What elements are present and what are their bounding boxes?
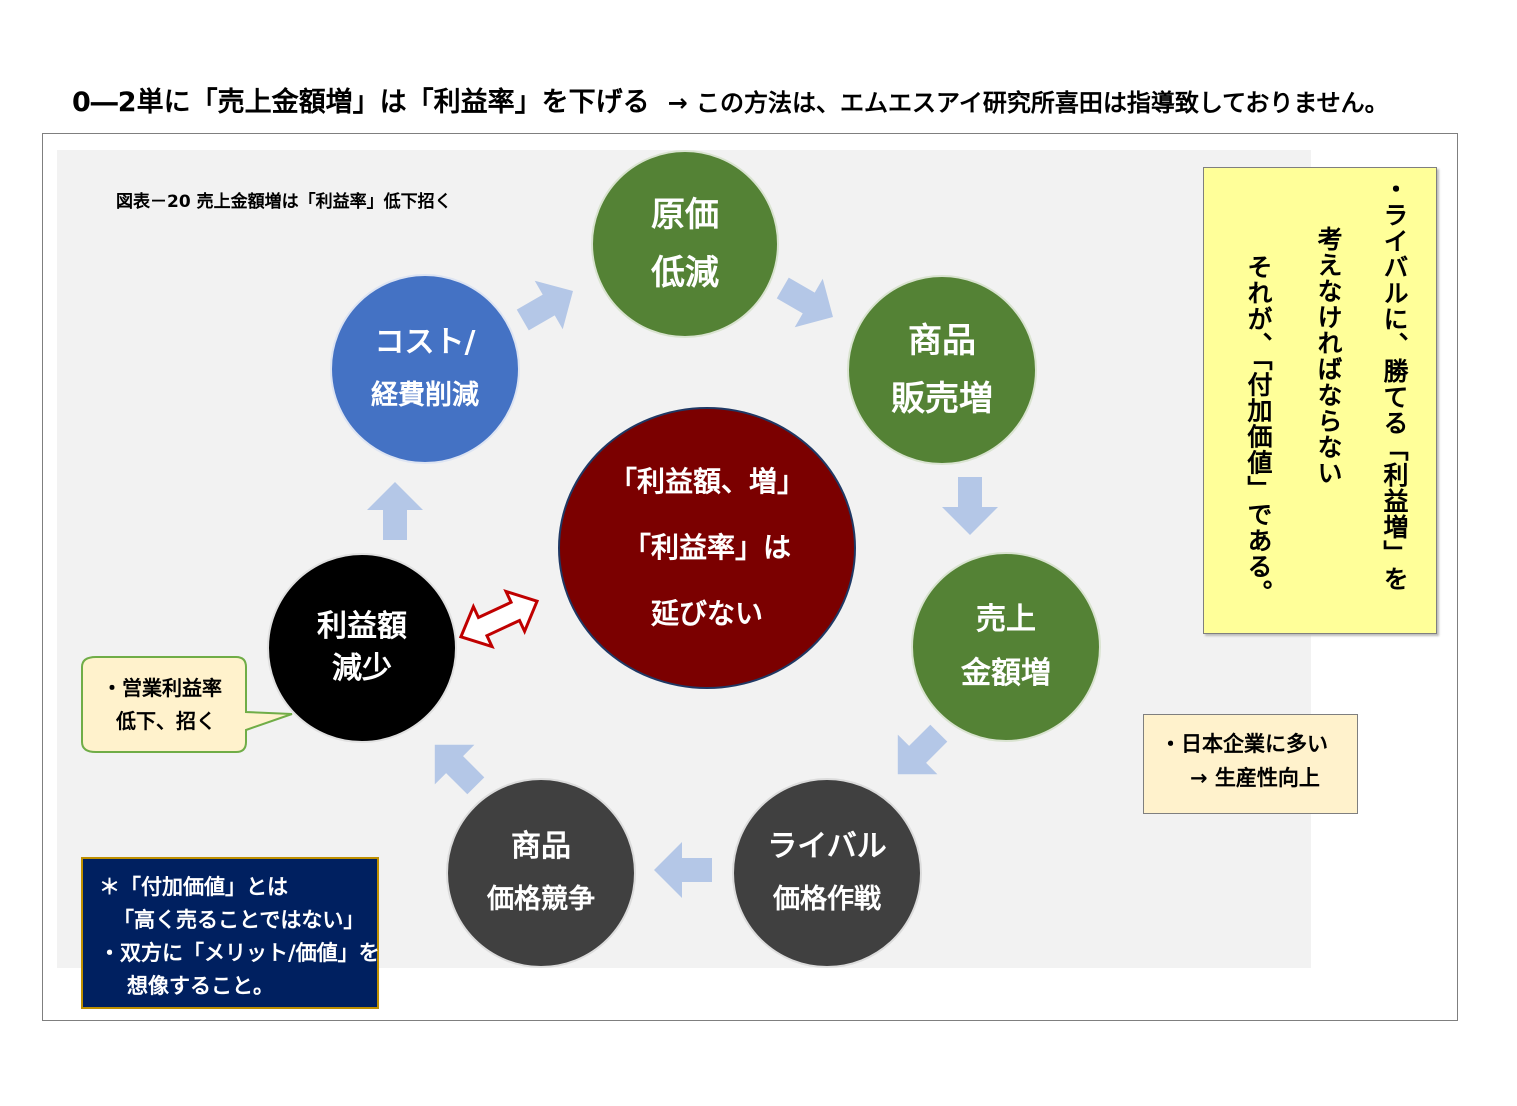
vertical-note-box: ・ライバルに、勝てる「利益増」を 考えなければならない それが、「付加価値」であ… <box>1203 167 1437 634</box>
heading-main: 0―2単に「売上金額増」は「利益率」を下げる <box>72 87 650 118</box>
value-added-note: ＊「付加価値」とは 「高く売ることではない」 ・双方に「メリット/価値」を 想像… <box>81 857 380 1009</box>
node-hanbai: 商品 販売増 <box>847 275 1037 465</box>
arrow-rieki-to-cost <box>367 482 423 540</box>
diagram-frame <box>42 133 1458 1021</box>
arrow-genka-to-hanbai <box>776 277 833 328</box>
arrow-rival-to-kakaku <box>654 842 712 898</box>
node-uriage: 売上 金額増 <box>911 552 1101 742</box>
node-genka: 原価 低減 <box>591 150 779 338</box>
arrow-cost-to-genka <box>516 280 573 331</box>
node-rieki: 利益額 減少 <box>267 553 457 743</box>
node-kakaku: 商品 価格競争 <box>446 778 636 968</box>
figure-label: 図表－20 売上金額増は「利益率」低下招く <box>116 192 452 212</box>
vertical-line-3: それが、「付加価値」である。 <box>1244 254 1273 606</box>
double-arrow <box>458 588 540 650</box>
japan-note-box: ・日本企業に多い → 生産性向上 <box>1143 714 1358 814</box>
callout-bubble <box>81 656 293 753</box>
heading-sub: → この方法は、エムエスアイ研究所喜田は指導致しておりません。 <box>667 89 1389 117</box>
node-cost: コスト/ 経費削減 <box>330 274 520 464</box>
arrow-kakaku-to-rieki <box>434 744 485 795</box>
page-heading: 0―2単に「売上金額増」は「利益率」を下げる → この方法は、エムエスアイ研究所喜… <box>72 80 1389 119</box>
callout-text: ・営業利益率 低下、招く <box>102 676 222 733</box>
arrow-hanbai-to-uriage <box>942 477 998 535</box>
vertical-line-1: ・ライバルに、勝てる「利益増」を <box>1380 176 1409 592</box>
vertical-line-2: 考えなければならない <box>1314 226 1343 486</box>
center-node: 「利益額、増」 「利益率」は 延びない <box>558 407 856 689</box>
arrow-uriage-to-rival <box>897 724 948 775</box>
node-rival: ライバル 価格作戦 <box>732 778 922 968</box>
